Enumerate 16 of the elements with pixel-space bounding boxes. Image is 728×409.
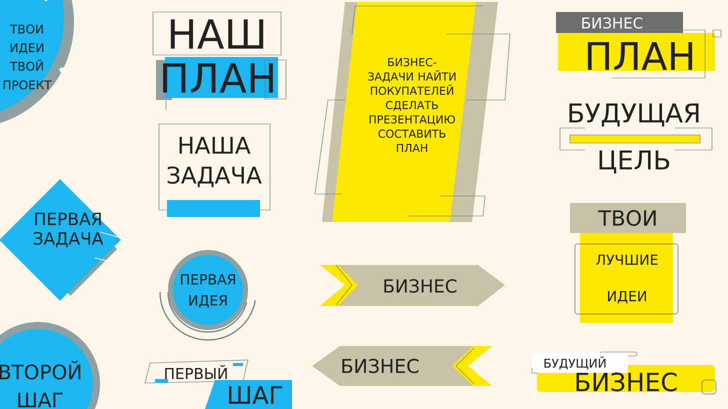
node-label: ПЛАН [163,63,273,93]
title-box: БИЗНЕС ПЛАН [556,12,722,78]
title-box: БУДУЩАЯ ЦЕЛЬ [560,103,712,174]
arrow-banner: БИЗНЕС [320,264,505,306]
node-label: ПЕРВЫЙ [165,365,227,379]
node-label: БИЗНЕС [582,17,642,29]
title-box: НАШ ПЛАН [152,12,286,110]
arrow-banner: БИЗНЕС [312,346,492,386]
title-box: ТВОИ ЛУЧШИЕ ИДЕИ [570,203,686,323]
node-label: ЦЕЛЬ [600,150,670,174]
node-label: ТВОИ [598,210,656,226]
title-box: НАША ЗАДАЧА [158,124,270,217]
node-label: БУДУЩАЯ [569,103,698,127]
text-panel: БИЗНЕС-ЗАДАЧИ НАЙТИ ПОКУПАТЕЛЕЙ СДЕЛАТЬ ПРЕЗЕНТАЦИЮ СОСТАВИТЬ ПЛАН [314,2,510,222]
title-tag: БУДУЩИЙ БИЗНЕС [532,352,716,394]
title-tag: ПЕРВЫЙ ШАГ [144,360,292,409]
